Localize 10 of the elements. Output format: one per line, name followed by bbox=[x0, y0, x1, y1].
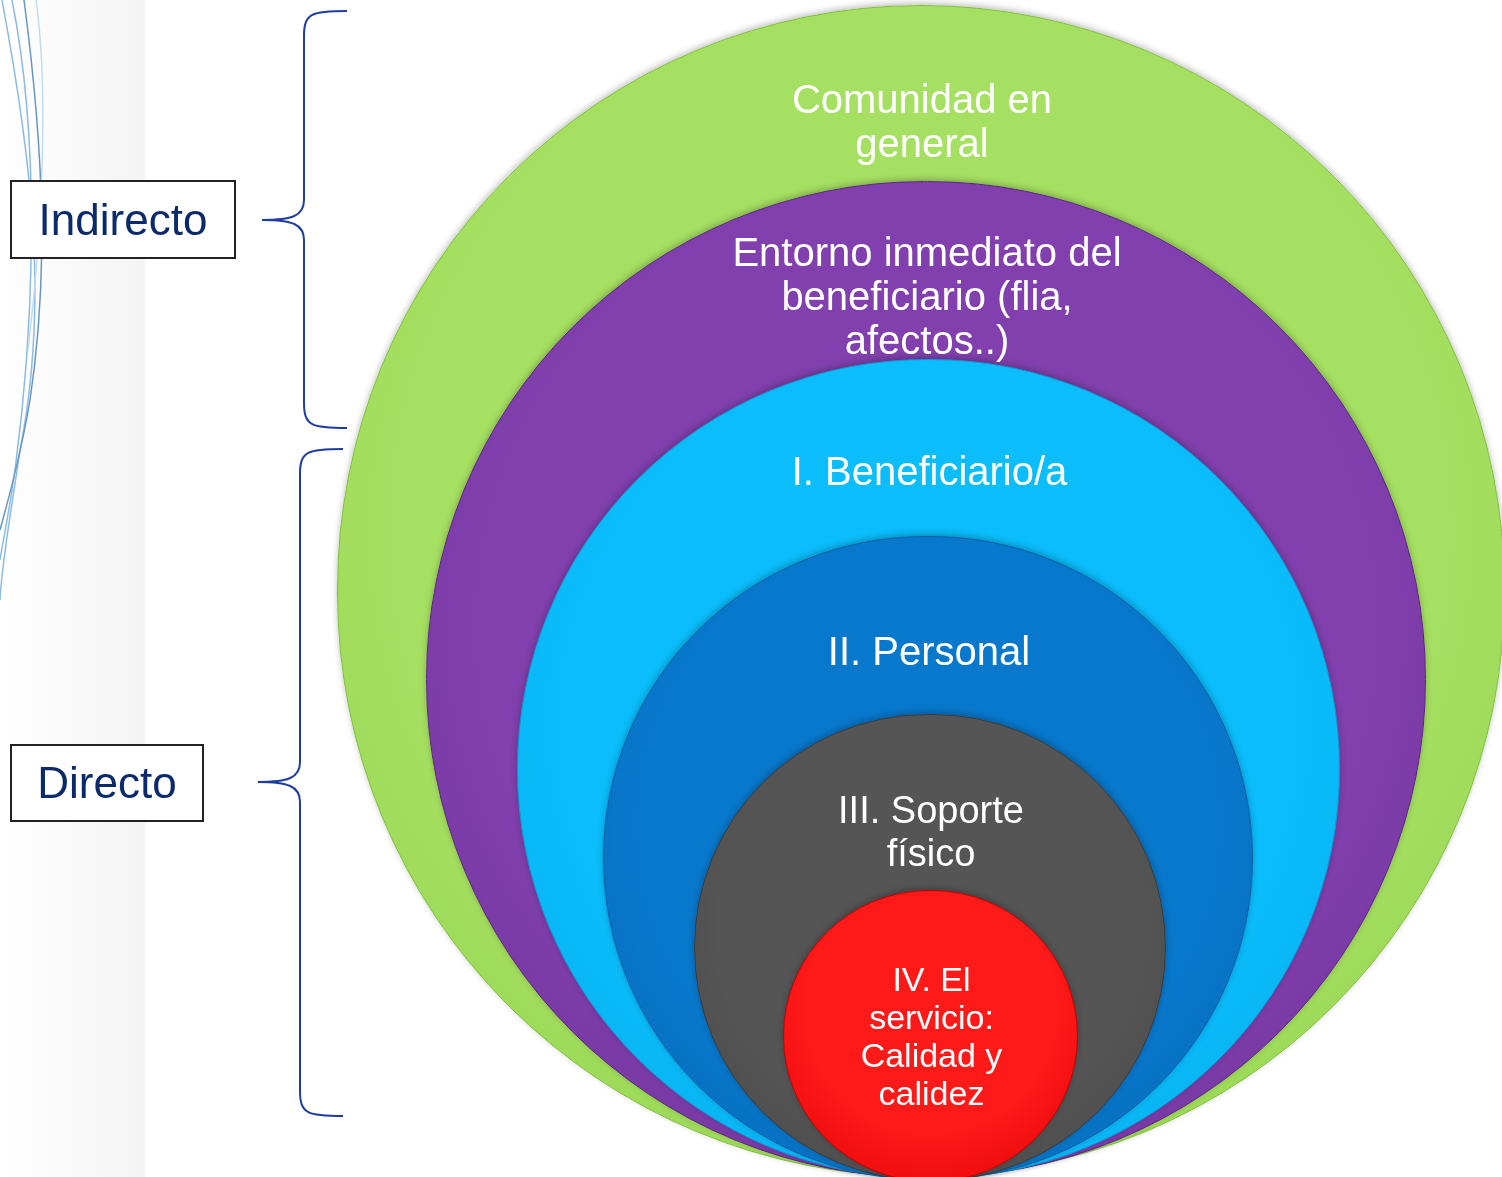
circle-label: Comunidad en general bbox=[790, 77, 1054, 165]
box-label: Directo bbox=[37, 758, 177, 808]
circle-label: I. Beneficiario/a bbox=[790, 449, 1069, 493]
circle-label: II. Personal bbox=[826, 629, 1032, 673]
circle-label: III. Soporte físico bbox=[837, 789, 1025, 875]
label-box bbox=[10, 744, 204, 822]
label-box bbox=[10, 180, 236, 259]
circle-label: IV. El servicio: Calidad y calidez bbox=[859, 960, 1004, 1112]
circle-label: Entorno inmediato del beneficiario (flia, afectos..) bbox=[731, 230, 1123, 362]
box-label: Indirecto bbox=[38, 194, 208, 245]
